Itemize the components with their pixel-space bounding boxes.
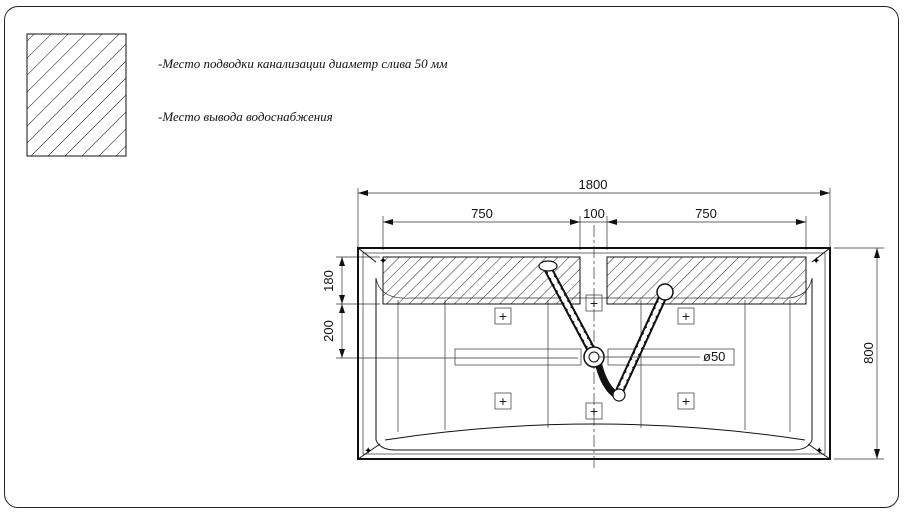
mount-point: + [677,392,695,410]
svg-text:+: + [589,297,598,310]
drawing-frame [4,6,899,508]
legend-water-text: -Место вывода водоснабжения [158,109,333,124]
dim-label-drain-diameter: ø50 [703,349,725,364]
dim-label-800: 800 [861,342,876,364]
svg-text:+: + [681,310,690,323]
svg-text:✦: ✦ [812,256,820,267]
legend-drain-text: -Место подводки канализации диаметр слив… [158,56,448,71]
mount-point: + [494,307,512,325]
drain-siphon: ø50 [538,260,725,402]
dim-label-1800: 1800 [579,177,608,192]
dim-label-100: 100 [583,206,605,221]
dimension-left-vertical: 180 200 [321,256,578,359]
mount-point: + [677,307,695,325]
dimension-overall-height: 800 [834,247,884,460]
svg-text:+: + [589,405,598,418]
water-supply-zones [382,256,807,305]
svg-text:+: + [681,395,690,408]
dim-label-180: 180 [321,270,336,292]
mount-point: + [585,294,603,312]
dimension-overall-width: 1800 [357,177,831,248]
svg-text:+: + [498,395,507,408]
mount-point: + [494,392,512,410]
dim-label-750-right: 750 [695,206,717,221]
svg-text:✦: ✦ [364,446,372,457]
svg-text:✦: ✦ [815,446,823,457]
dim-label-200: 200 [321,320,336,342]
dimension-sections: 750 100 750 [382,206,807,250]
mount-point: + [585,402,603,420]
svg-text:+: + [498,310,507,323]
bathtub-outline [357,225,831,470]
legend-hatch-swatch [26,33,127,157]
dim-label-750-left: 750 [471,206,493,221]
svg-text:✦: ✦ [379,256,387,267]
mounting-points: + + + + + + ✦ ✦ ✦ ✦ [364,256,823,457]
